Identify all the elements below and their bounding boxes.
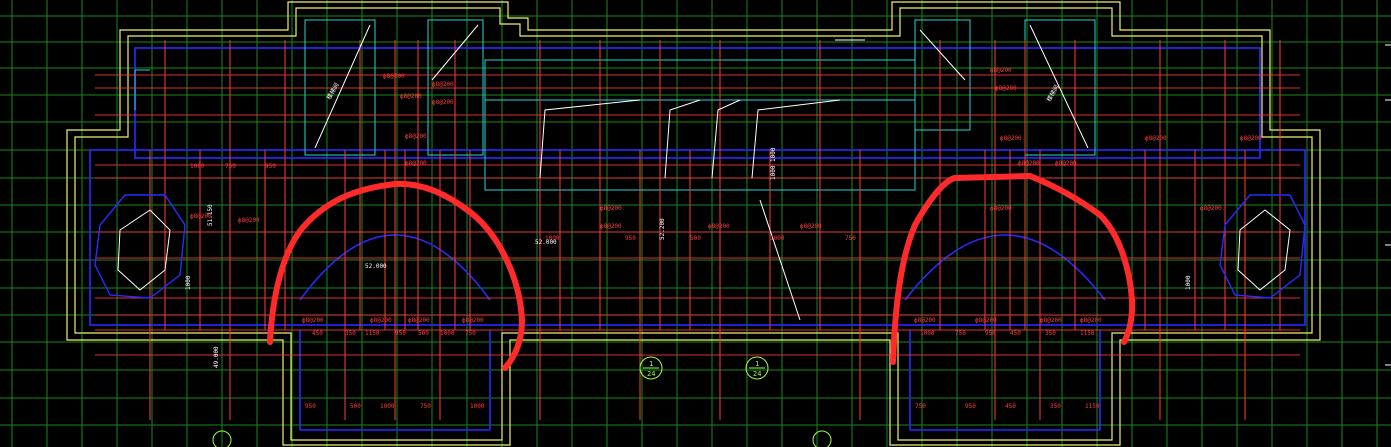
dimension-label: 950 [305,403,316,410]
rebar-label: ф8@200 [405,133,427,140]
rebar-label: ф8@200 [400,93,422,100]
building-outline [66,1,1321,446]
dimension-label: 1150 [365,330,380,337]
axis-bubble-number: 1 [755,360,759,368]
dimension-label: 350 [1050,403,1061,410]
rebar-label: ф8@200 [708,223,730,230]
rebar-label: ф8@200 [432,99,454,106]
dimension-label: 1000 [185,275,192,290]
dimension-label: 450 [1005,403,1016,410]
axis-bubble-sheet: 24 [753,370,761,378]
axis-bubble [745,356,769,380]
rebar-label: ф8@200 [1080,317,1102,324]
axis-bubble-partial [212,430,232,447]
dimension-label: 950 [985,330,996,337]
rebar-label: ф8@200 [800,223,822,230]
rebar-label: ф8@200 [238,217,260,224]
rebar-label: ф8@200 [990,67,1012,74]
rebar-label: ф8@200 [1000,135,1022,142]
rebar-label: ф8@200 [1055,160,1077,167]
rebar-label: ф8@200 [1018,160,1040,167]
dimension-label: 1000 [770,147,777,162]
dimension-label: 450 [312,330,323,337]
white-details [117,24,1291,321]
dimension-label: 950 [965,403,976,410]
corner-octagons [94,194,1306,299]
annotation-marks [267,173,1136,371]
elevation-label: 52.000 [535,239,557,246]
axis-bubble-sheet: 24 [647,370,655,378]
rebar-label: ф8@200 [383,73,405,80]
dimension-label: 1000 [470,403,485,410]
dimension-label: 1150 [1085,403,1100,410]
dimension-label: 1000 [380,403,395,410]
rebar-label: ф8@200 [600,205,622,212]
dimension-label: 1000 [545,235,560,242]
dimension-label: 750 [225,163,236,170]
rebar-label: ф8@200 [432,81,454,88]
dimension-label: 1000 [440,330,455,337]
dimension-label: 500 [418,330,429,337]
rebar-label: ф8@200 [462,317,484,324]
rebar-label: ф8@200 [1240,135,1262,142]
dimension-label: 500 [690,235,701,242]
right-arch-annotation [890,173,1136,365]
dimension-label: 1000 [920,330,935,337]
dimension-label: 1000 [770,235,785,242]
dimension-label: 750 [420,403,431,410]
axis-bubbles: 1 24 1 24 [212,356,832,447]
elevation-label: 49.000 [213,346,220,368]
dimension-label: 750 [915,403,926,410]
rebar-label: ф8@200 [408,317,430,324]
rebar-label: ф8@200 [914,317,936,324]
axis-bubble [639,356,663,380]
dimension-label: 350 [1045,330,1056,337]
axis-bubble-number: 1 [649,360,653,368]
dimension-label: 350 [345,330,356,337]
dimension-label: 1000 [770,165,777,180]
dimension-label: 450 [1010,330,1021,337]
dimension-label: 750 [465,330,476,337]
dimension-label: 1150 [1080,330,1095,337]
dimension-label: 1000 [1185,275,1192,290]
rebar-label: ф8@200 [1040,317,1062,324]
dimension-label: 750 [845,235,856,242]
rebar-label: ф8@200 [600,223,622,230]
rebar-label: ф8@200 [1145,135,1167,142]
rebar-label: ф8@200 [190,213,212,220]
rebar-label: ф8@200 [995,85,1017,92]
elevation-label: 52.000 [365,263,387,270]
rebar-lines [95,40,1300,420]
rebar-label: ф8@200 [975,317,997,324]
dimension-label: 500 [350,403,361,410]
dimension-label: 1000 [190,163,205,170]
dimension-label: 950 [625,235,636,242]
edge-ticks [1385,44,1391,366]
rebar-label: ф8@200 [370,317,392,324]
elevation-label: 52.200 [659,218,666,240]
left-arch-annotation [267,180,525,371]
elevation-label: 51.150 [207,204,214,226]
dimension-label: 950 [395,330,406,337]
axis-bubble-partial [812,430,832,447]
rebar-label: ф8@200 [302,317,324,324]
dimension-label: 750 [955,330,966,337]
rebar-label: ф8@200 [405,160,427,167]
dimension-label: 950 [265,163,276,170]
rebar-label: ф8@200 [1200,205,1222,212]
rebar-label: ф8@200 [990,205,1012,212]
